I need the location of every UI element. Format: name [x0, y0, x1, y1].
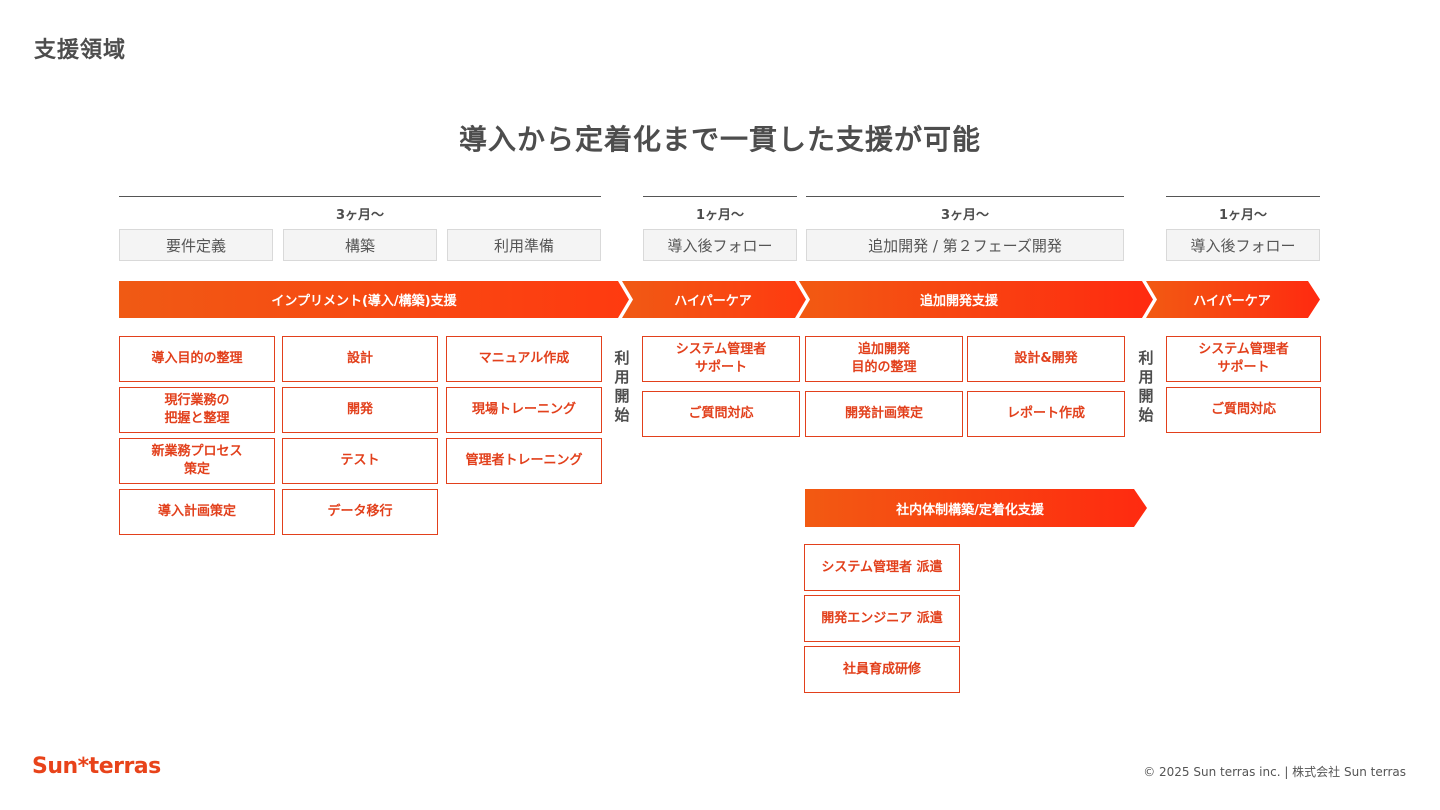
task-box: 追加開発 目的の整理 [805, 336, 963, 382]
task-box: 開発 [282, 387, 438, 433]
period-label: 1ヶ月〜 [1218, 208, 1268, 223]
arrow-additional-dev [799, 281, 1153, 318]
task-box: 導入目的の整理 [119, 336, 275, 382]
phase-box: 導入後フォロー [1166, 229, 1320, 261]
arrow-internal-support [805, 489, 1147, 527]
task-box: 社員育成研修 [804, 646, 960, 693]
task-box: マニュアル作成 [446, 336, 602, 382]
task-box: 現行業務の 把握と整理 [119, 387, 275, 433]
arrow-label-hypercare: ハイパーケア [1193, 293, 1271, 309]
task-box: 開発エンジニア 派遣 [804, 595, 960, 642]
phase-box: 追加開発 / 第２フェーズ開発 [806, 229, 1124, 261]
task-box: テスト [282, 438, 438, 484]
phase-box: 要件定義 [119, 229, 273, 261]
phase-box: 構築 [283, 229, 437, 261]
task-box: 管理者トレーニング [446, 438, 602, 484]
period-line [119, 196, 601, 197]
arrow-label-hypercare: ハイパーケア [674, 293, 752, 309]
task-box: ご質問対応 [642, 391, 800, 437]
task-box: システム管理者 サポート [642, 336, 800, 382]
task-box: 設計 [282, 336, 438, 382]
task-box: システム管理者 サポート [1166, 336, 1321, 382]
arrow-hypercare-2 [1146, 281, 1320, 318]
section-title: 支援領域 [34, 38, 127, 63]
period-line [643, 196, 797, 197]
task-box: レポート作成 [967, 391, 1125, 437]
copyright-text: © 2025 Sun terras inc. | 株式会社 Sun terras [1143, 765, 1406, 779]
task-box: 開発計画策定 [805, 391, 963, 437]
milestone-label: 利 用 開 始 [614, 349, 630, 424]
period-line [1166, 196, 1320, 197]
arrow-label-implement: インプリメント(導入/構築)支援 [271, 293, 457, 309]
task-box: 設計&開発 [967, 336, 1125, 382]
task-box: データ移行 [282, 489, 438, 535]
main-title: 導入から定着化まで一貫した支援が可能 [458, 123, 981, 156]
company-logo: Sun*terras [32, 754, 161, 779]
task-box: 新業務プロセス 策定 [119, 438, 275, 484]
period-label: 3ヶ月〜 [940, 208, 990, 223]
task-box: ご質問対応 [1166, 387, 1321, 433]
phase-box: 利用準備 [447, 229, 601, 261]
milestone-label: 利 用 開 始 [1138, 349, 1154, 424]
period-label: 1ヶ月〜 [695, 208, 745, 223]
arrow-implement [119, 281, 629, 318]
arrow-label-internal-support: 社内体制構築/定着化支援 [896, 502, 1044, 518]
task-box: システム管理者 派遣 [804, 544, 960, 591]
period-line [806, 196, 1124, 197]
task-box: 導入計画策定 [119, 489, 275, 535]
phase-box: 導入後フォロー [643, 229, 797, 261]
arrow-hypercare-1 [622, 281, 806, 318]
task-box: 現場トレーニング [446, 387, 602, 433]
arrow-label-additional-dev: 追加開発支援 [919, 293, 998, 309]
period-label: 3ヶ月〜 [335, 208, 385, 223]
